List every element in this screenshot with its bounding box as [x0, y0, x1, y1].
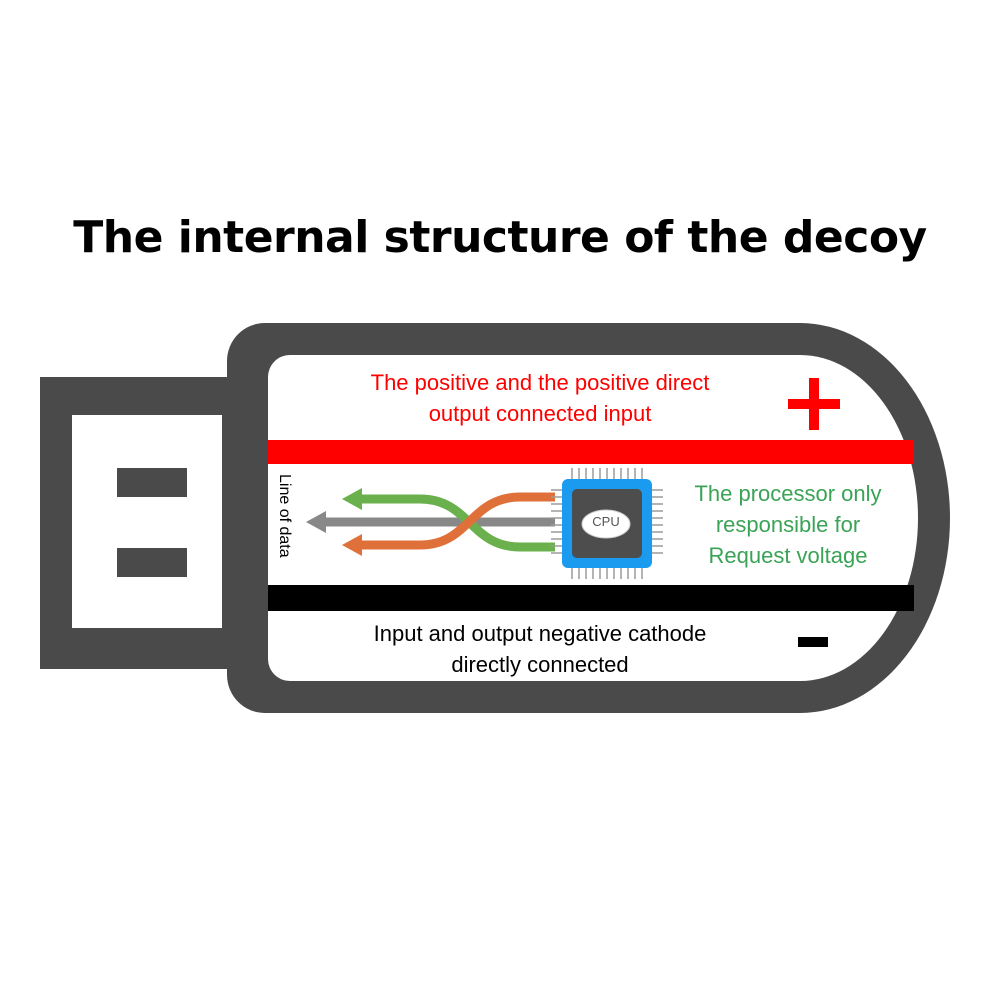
negative-rail-bar [268, 585, 914, 611]
processor-note-line2: responsible for [715, 512, 861, 537]
cpu-chip-icon [551, 468, 663, 579]
positive-rail-bar [268, 440, 914, 464]
negative-rail-label: Input and output negative cathode direct… [300, 618, 780, 680]
data-line-label: Line of data [276, 474, 293, 558]
connector-opening [72, 415, 222, 628]
positive-rail-label-line1: The positive and the positive direct [370, 370, 710, 395]
processor-note-line3: Request voltage [708, 543, 868, 568]
cpu-label-oval [581, 509, 631, 539]
processor-note: The processor only responsible for Reque… [668, 478, 908, 571]
data-line-orange [360, 492, 555, 550]
processor-note-line1: The processor only [694, 481, 882, 506]
negative-rail-label-line1: Input and output negative cathode [373, 621, 707, 646]
diagram-title: The internal structure of the decoy [73, 212, 927, 263]
positive-rail-label-line2: output connected input [428, 401, 652, 426]
connector-pin-bottom [117, 548, 187, 577]
data-line-gray-arrowhead [306, 511, 326, 533]
data-lines [306, 488, 555, 556]
minus-sign-icon [798, 637, 828, 647]
negative-rail-label-line2: directly connected [451, 652, 629, 677]
data-line-orange-arrowhead [342, 534, 362, 556]
data-line-green-arrowhead [342, 488, 362, 510]
plus-sign-icon [788, 378, 840, 430]
connector-pin-top [117, 468, 187, 497]
cpu-chip-label: CPU [592, 514, 620, 529]
positive-rail-label: The positive and the positive direct out… [300, 367, 780, 429]
